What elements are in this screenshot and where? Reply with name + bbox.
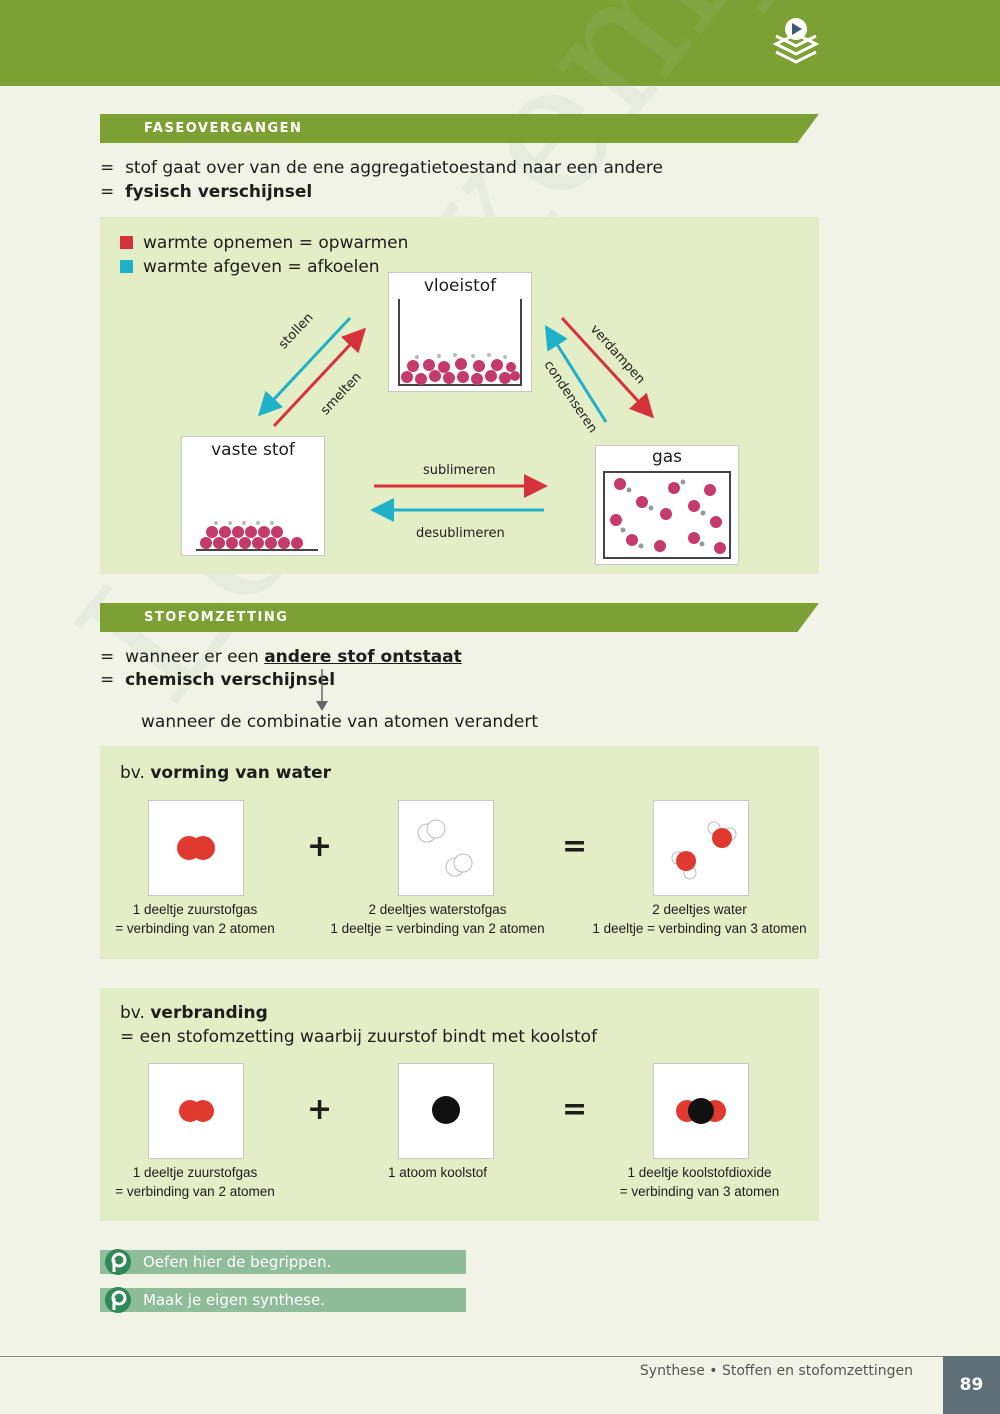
- water-molecules-panel: [653, 800, 749, 896]
- plus-sign-2: +: [307, 1092, 333, 1127]
- link-eigen-synthese[interactable]: Maak je eigen synthese.: [100, 1287, 466, 1313]
- caption-oxygen-2: 1 deeltje zuurstofgas= verbinding van 2 …: [115, 1165, 275, 1199]
- carbon-atom-icon: [432, 1096, 460, 1124]
- top-bar: [0, 0, 1000, 86]
- section-title: FASEOVERGANGEN: [144, 121, 303, 136]
- definition-line-4: = chemisch verschijnsel: [100, 670, 336, 690]
- example-water-title: bv. vorming van water: [120, 763, 332, 783]
- caption-carbon: 1 atoom koolstof: [387, 1165, 488, 1180]
- hydrogen-molecules-icon: [417, 819, 473, 877]
- co2-molecule-panel: [653, 1063, 749, 1159]
- phase-arrows: [257, 316, 655, 522]
- section-title: STOFOMZETTING: [144, 610, 289, 625]
- footer-divider: [0, 1356, 1000, 1357]
- p-icon: [105, 1249, 131, 1275]
- definition-line-5: wanneer de combinatie van atomen verande…: [141, 712, 539, 732]
- oxygen-molecule-panel-2: [148, 1063, 244, 1159]
- link-oefen-begrippen[interactable]: Oefen hier de begrippen.: [100, 1249, 466, 1275]
- carbon-atom-panel: [398, 1063, 494, 1159]
- down-arrow-icon: [316, 669, 328, 711]
- equals-sign: =: [562, 829, 588, 864]
- footer-title: Synthese • Stoffen en stofomzettingen: [639, 1363, 913, 1379]
- section-header-stofomzetting: STOFOMZETTING: [100, 603, 819, 632]
- gas-particles: [603, 471, 731, 559]
- caption-oxygen: 1 deeltje zuurstofgas= verbinding van 2 …: [115, 902, 275, 936]
- solid-label: vaste stof: [211, 440, 295, 460]
- gas-label: gas: [651, 447, 683, 467]
- oxygen-molecule-icon: [179, 1100, 214, 1122]
- definition-line-2: = fysisch verschijnsel: [100, 182, 313, 202]
- label-sublimeren: sublimeren: [423, 463, 496, 478]
- label-desublimeren: desublimeren: [416, 526, 505, 541]
- co2-molecule-icon: [676, 1098, 726, 1124]
- solid-particles: [196, 521, 318, 551]
- caption-co2: 1 deeltje koolstofdioxide= verbinding va…: [619, 1165, 780, 1199]
- equals-sign-2: =: [562, 1092, 588, 1127]
- page-number: 89: [943, 1356, 1000, 1414]
- liquid-label: vloeistof: [423, 276, 497, 296]
- red-square-icon: [120, 236, 133, 249]
- p-icon: [105, 1287, 131, 1313]
- example-combustion-title: bv. verbranding: [120, 1003, 268, 1023]
- layers-play-icon[interactable]: [771, 16, 821, 68]
- definition-line-3: = wanneer er een andere stof ontstaat: [100, 647, 462, 667]
- liquid-panel: vloeistof: [388, 272, 532, 392]
- oxygen-molecule-icon: [177, 836, 215, 860]
- gas-panel: gas: [595, 445, 739, 565]
- oxygen-molecule-panel: [148, 800, 244, 896]
- plus-sign: +: [307, 829, 333, 864]
- example-combustion-subtitle: = een stofomzetting waarbij zuurstof bin…: [120, 1027, 598, 1047]
- legend-warm: warmte opnemen = opwarmen: [120, 232, 408, 255]
- solid-panel: vaste stof: [181, 436, 325, 556]
- hydrogen-molecules-panel: [398, 800, 494, 896]
- liquid-particles: [398, 299, 522, 386]
- definition-line-1: = stof gaat over van de ene aggregatieto…: [100, 158, 663, 178]
- water-molecules-icon: [671, 821, 737, 880]
- legend-cold: warmte afgeven = afkoelen: [120, 256, 380, 279]
- section-header-faseovergangen: FASEOVERGANGEN: [100, 114, 819, 143]
- cyan-square-icon: [120, 260, 133, 273]
